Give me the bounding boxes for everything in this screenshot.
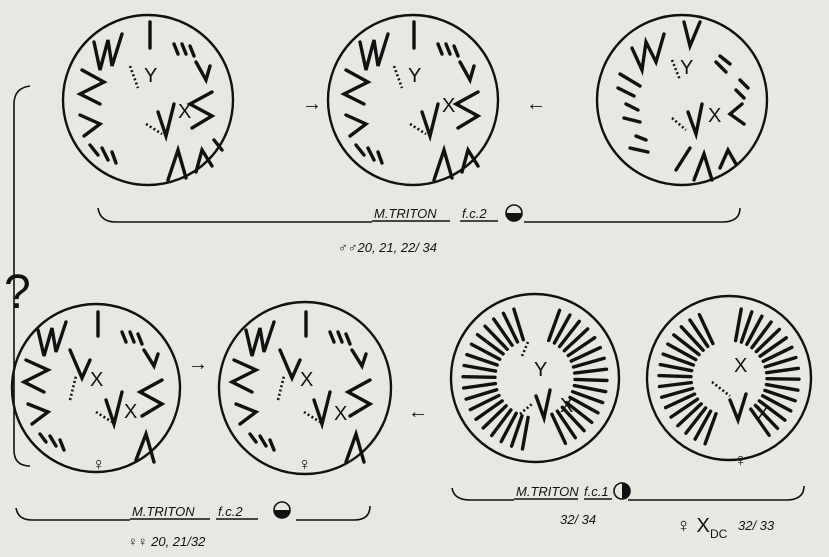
count-label: ♀♀ 20, 21/32	[128, 534, 206, 549]
chromosome-rod	[767, 379, 799, 380]
arrow-right-icon: →	[188, 353, 208, 375]
chromosome-rod	[659, 376, 691, 377]
cell-top-1: Y X	[63, 15, 233, 185]
bracket-right	[600, 208, 740, 222]
chromosome-rod	[766, 385, 798, 391]
chromosome-rod	[678, 404, 701, 426]
cell-bottom-1: X X ♀	[12, 304, 180, 474]
count-label: 32/ 34	[560, 512, 596, 527]
half-filled-circle-icon	[274, 502, 290, 518]
label-x-1: X	[300, 369, 313, 391]
female-x-label: ♀ X	[676, 515, 710, 537]
chromosomes	[618, 22, 748, 180]
half-filled-circle-icon	[614, 483, 630, 499]
bracket-left	[16, 508, 130, 520]
chromosomes	[80, 22, 222, 180]
top-group-caption: M.TRITON f.c.2 ♂♂20, 21, 22/ 34	[98, 205, 740, 255]
cell-bottom-2: X X ♀	[219, 302, 391, 474]
chromosome-rod	[574, 386, 605, 392]
label-y: Y	[680, 57, 693, 79]
chromosome-rod	[681, 327, 703, 350]
chromosome-rod	[464, 384, 496, 388]
cell-bottom-4: X X ♀	[647, 296, 811, 470]
label-x: X	[178, 101, 191, 123]
label-y: Y	[534, 359, 547, 381]
chromosome-rod	[660, 365, 691, 371]
label-x: X	[708, 105, 721, 127]
label-x-2: X	[756, 403, 769, 425]
strain-label: M.TRITON	[516, 484, 579, 499]
fc-label: f.c.1	[584, 484, 609, 499]
chromosome-rod	[756, 329, 779, 351]
bracket-left	[452, 488, 514, 500]
strain-label: M.TRITON	[374, 206, 437, 221]
chromosome-rod	[463, 377, 495, 378]
fc-label: f.c.2	[462, 206, 487, 221]
question-mark: ?	[4, 266, 31, 319]
cell-top-2: Y X	[328, 15, 498, 185]
chromosome-rod	[485, 326, 507, 349]
fc-label: f.c.2	[218, 504, 243, 519]
female-symbol: ♀	[298, 454, 312, 474]
chromosome-rod	[564, 329, 587, 351]
chromosome-rod	[686, 408, 706, 433]
female-symbol: ♀	[92, 454, 106, 474]
label-x-2: X	[124, 401, 137, 423]
label-x: X	[560, 395, 573, 417]
chromosome-rod	[674, 335, 699, 355]
label-y: Y	[144, 65, 157, 87]
label-y: Y	[408, 65, 421, 87]
bottom-left-caption: M.TRITON f.c.2 ♀♀ 20, 21/32	[16, 502, 370, 549]
chromosome-rod	[575, 379, 607, 380]
bracket-right	[296, 506, 370, 520]
strain-label: M.TRITON	[132, 504, 195, 519]
chromosome-rod	[464, 366, 496, 372]
half-filled-circle-icon	[506, 205, 522, 221]
label-x-1: X	[734, 355, 747, 377]
female-symbol: ♀	[734, 450, 748, 470]
female-x-subscript: DC	[710, 527, 728, 541]
label-x-2: X	[334, 403, 347, 425]
female-x-count: 32/ 33	[738, 518, 775, 533]
arrow-left-icon: ←	[526, 93, 546, 115]
chromosome-rod	[660, 383, 692, 387]
bracket-left	[98, 208, 372, 222]
bracket-right	[628, 486, 804, 500]
chromosomes	[344, 22, 478, 180]
arrow-right-icon: →	[302, 93, 322, 115]
chromosomes	[659, 309, 799, 444]
chromosome-rod	[523, 417, 529, 449]
chromosome-rod	[575, 369, 607, 373]
chromosome-rod	[767, 368, 799, 372]
chromosome-rod	[483, 406, 506, 428]
label-x-1: X	[90, 369, 103, 391]
cell-top-3: Y X	[597, 15, 767, 185]
label-x: X	[442, 95, 455, 117]
arrow-left-icon: ←	[408, 401, 428, 423]
count-label: ♂♂20, 21, 22/ 34	[338, 240, 437, 255]
chromosome-rod	[736, 309, 742, 341]
bottom-right-caption: M.TRITON f.c.1 32/ 34 ♀ X DC 32/ 33	[452, 483, 804, 541]
cell-bottom-3: Y X	[451, 294, 619, 462]
